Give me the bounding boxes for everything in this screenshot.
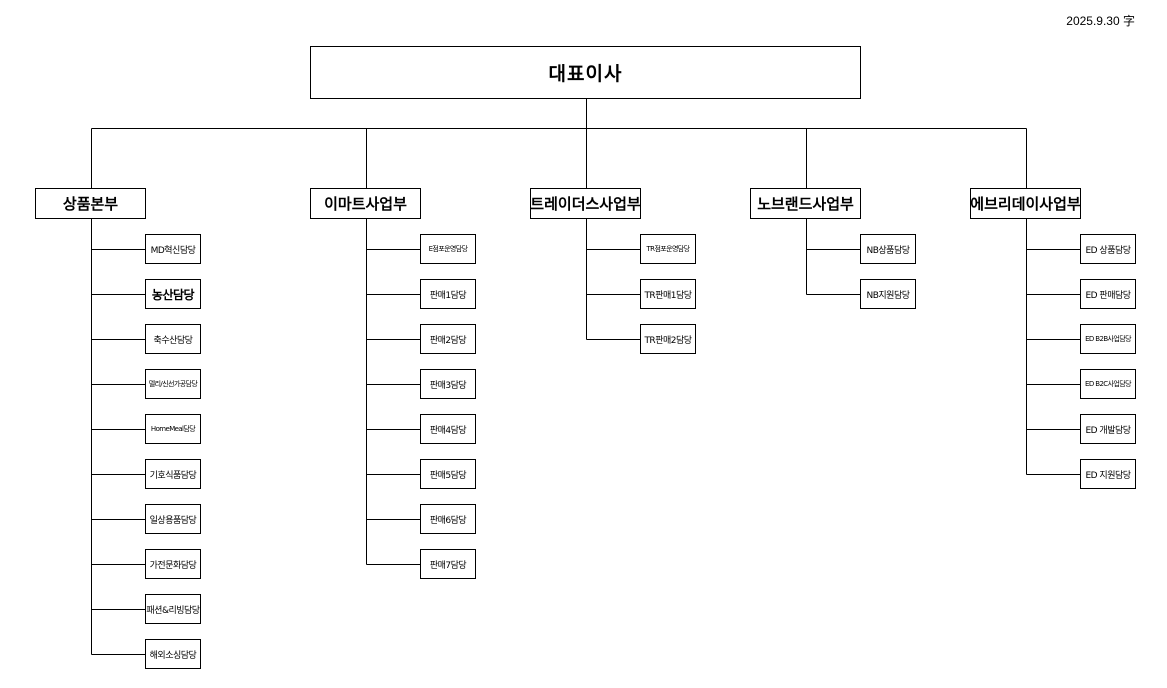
team-box: TR점포운영담당 (640, 234, 696, 264)
team-box: 축수산담당 (145, 324, 201, 354)
division-box: 트레이더스사업부 (530, 188, 641, 219)
team-box: ED B2C사업담당 (1080, 369, 1136, 399)
team-box: 판매4담당 (420, 414, 476, 444)
team-box: ED 상품담당 (1080, 234, 1136, 264)
team-box: 가전문화담당 (145, 549, 201, 579)
team-box: MD혁신담당 (145, 234, 201, 264)
team-box: NB상품담당 (860, 234, 916, 264)
division-box: 에브리데이사업부 (970, 188, 1081, 219)
team-box: 판매3담당 (420, 369, 476, 399)
team-box: 델리/신선가공담당 (145, 369, 201, 399)
team-box: ED 지원담당 (1080, 459, 1136, 489)
team-box: 판매6담당 (420, 504, 476, 534)
team-box: TR판매1담당 (640, 279, 696, 309)
team-box: ED 판매담당 (1080, 279, 1136, 309)
date-label: 2025.9.30 字 (1066, 14, 1135, 28)
team-box: 판매5담당 (420, 459, 476, 489)
team-box: 농산담당 (145, 279, 201, 309)
team-box: 판매1담당 (420, 279, 476, 309)
team-box: NB지원담당 (860, 279, 916, 309)
team-box: E점포운영담당 (420, 234, 476, 264)
team-box: 일상용품담당 (145, 504, 201, 534)
team-box: TR판매2담당 (640, 324, 696, 354)
division-box: 노브랜드사업부 (750, 188, 861, 219)
team-box: 패션&리빙담당 (145, 594, 201, 624)
team-box: 해외소싱담당 (145, 639, 201, 669)
team-box: HomeMeal담당 (145, 414, 201, 444)
team-box: 판매7담당 (420, 549, 476, 579)
team-box: ED 개발담당 (1080, 414, 1136, 444)
team-box: 기호식품담당 (145, 459, 201, 489)
ceo-box: 대표이사 (310, 46, 861, 99)
division-box: 이마트사업부 (310, 188, 421, 219)
division-box: 상품본부 (35, 188, 146, 219)
team-box: ED B2B사업담당 (1080, 324, 1136, 354)
team-box: 판매2담당 (420, 324, 476, 354)
